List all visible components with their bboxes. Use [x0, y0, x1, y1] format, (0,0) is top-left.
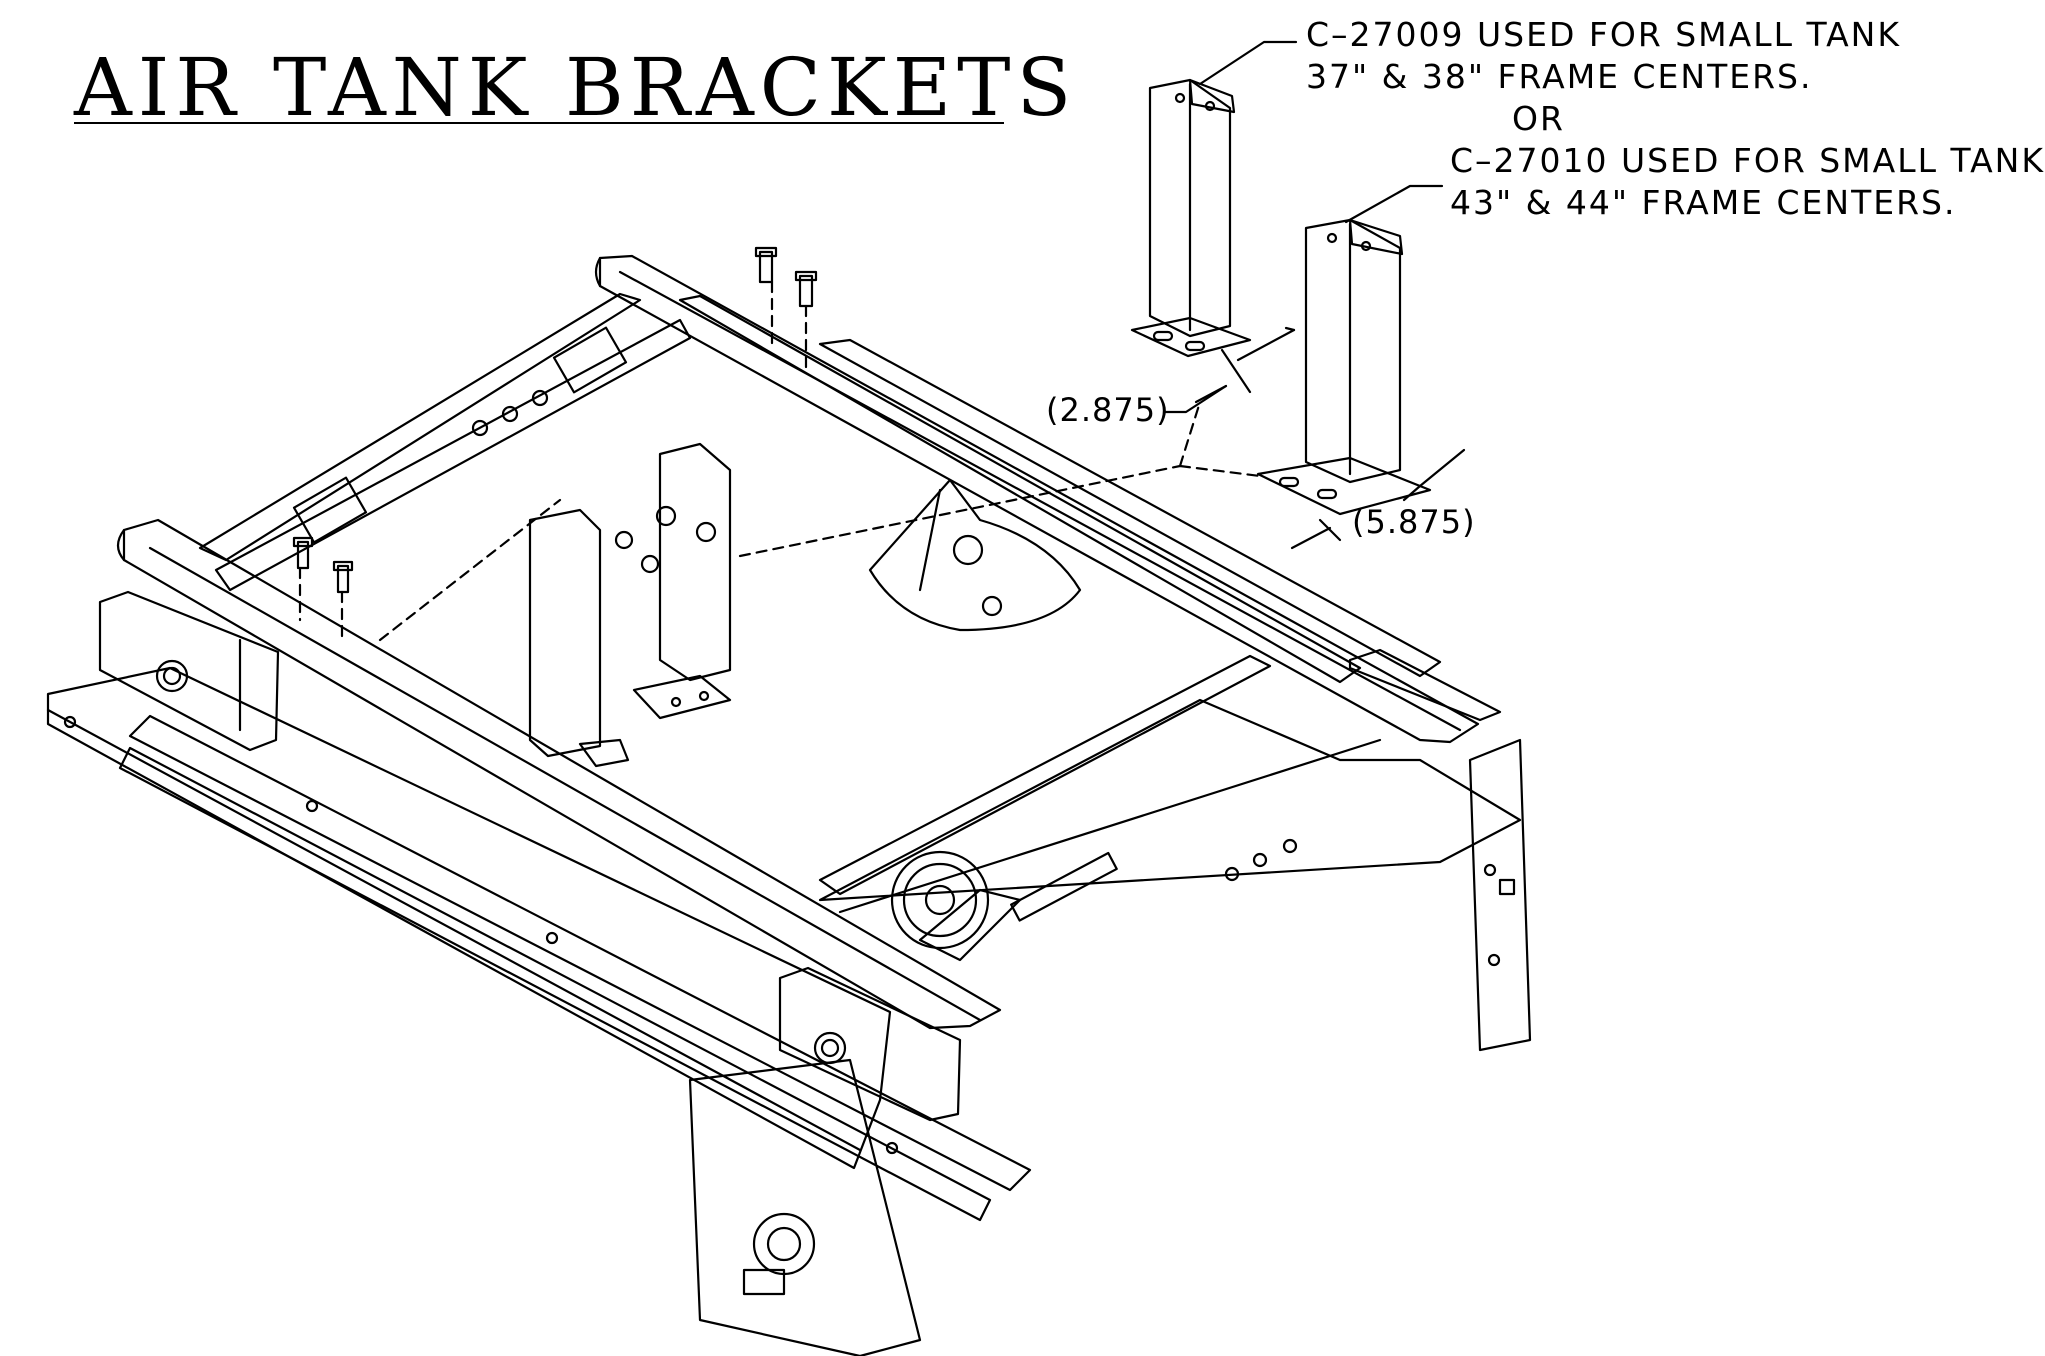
brake-assembly: [890, 850, 1118, 962]
front-leg-plate: [688, 1058, 922, 1356]
callout-leaders: [1198, 40, 1444, 224]
exploded-bracket-large: [1256, 218, 1432, 516]
front-left-pad: [98, 590, 280, 752]
callout-bracket-a-line1: C–27009 USED FOR SMALL TANK: [1306, 15, 1901, 54]
left-side-rail: [198, 292, 692, 592]
fasteners: [292, 246, 818, 594]
front-right-pad: [778, 966, 962, 1122]
base-plate: [46, 666, 1032, 1222]
installed-tall-bracket: [528, 508, 630, 768]
callout-bracket-b-line1: C–27010 USED FOR SMALL TANK: [1450, 141, 2045, 180]
assembly-dash-lines: [298, 280, 1262, 642]
dimension-large-bracket: (5.875): [1352, 503, 1476, 541]
front-cross-tube: [116, 518, 1002, 1030]
exploded-bracket-small: [1130, 78, 1252, 358]
title-underline: [74, 122, 1004, 124]
right-frame-channel: [818, 654, 1522, 914]
rear-cross-tube: [594, 254, 1480, 744]
installed-small-bracket: [632, 442, 732, 720]
rear-pad: [1348, 648, 1502, 722]
callout-bracket-a-line2: 37" & 38" FRAME CENTERS.: [1306, 57, 1813, 96]
right-long-rail: [678, 294, 1442, 684]
hitch-plate: [868, 478, 1082, 632]
callout-or: OR: [1512, 99, 1565, 138]
drawing-title: AIR TANK BRACKETS: [74, 41, 1078, 134]
dimension-lines: [1162, 326, 1466, 550]
right-leg-plate: [1468, 738, 1532, 1052]
callout-bracket-b-line2: 43" & 44" FRAME CENTERS.: [1450, 183, 1957, 222]
dimension-small-bracket: (2.875): [1046, 391, 1170, 429]
